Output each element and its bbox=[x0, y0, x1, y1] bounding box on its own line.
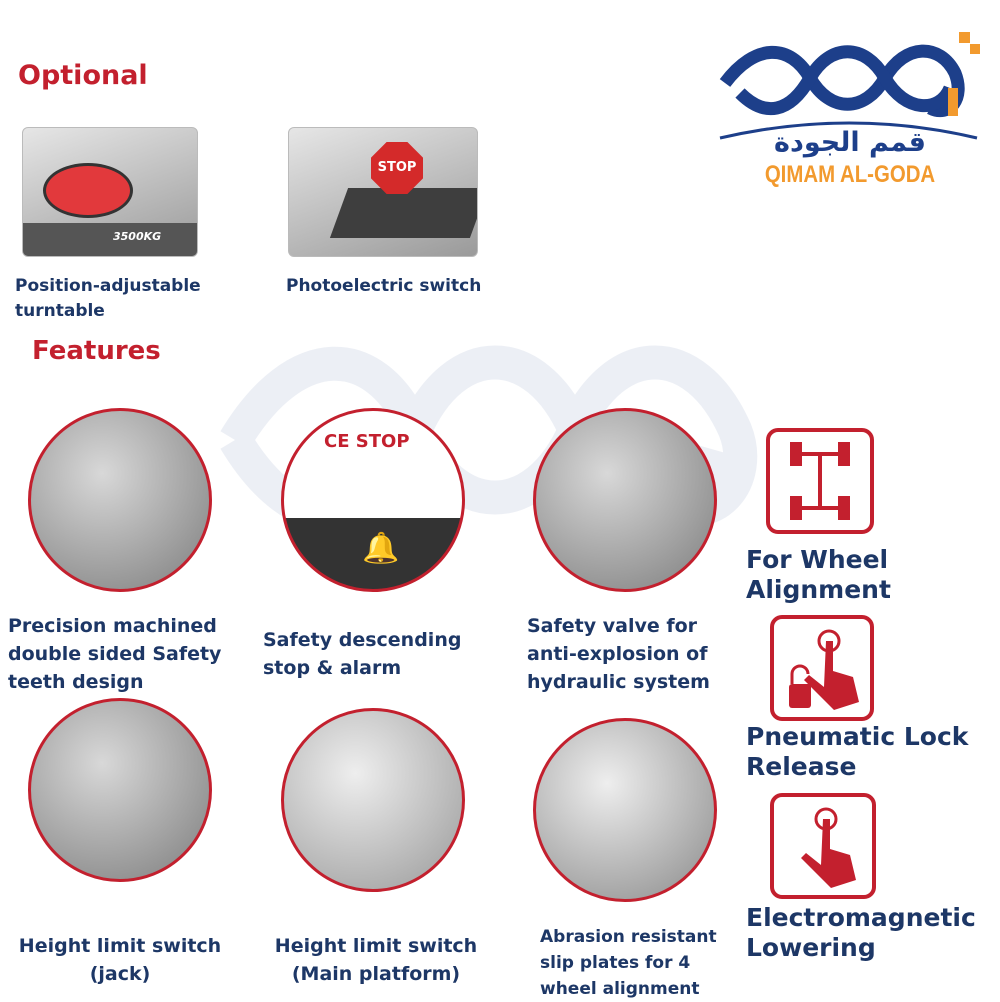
label-line: For Wheel bbox=[746, 545, 889, 574]
caption-line: Safety descending bbox=[263, 629, 462, 651]
feature-caption: Precision machined double sided Safety t… bbox=[8, 612, 221, 696]
feature-caption: Height limit switch (Main platform) bbox=[266, 932, 486, 988]
feature-caption: Height limit switch (jack) bbox=[10, 932, 230, 988]
logo-mark-icon bbox=[719, 32, 980, 117]
hand-press-icon bbox=[770, 793, 876, 899]
caption-line: hydraulic system bbox=[527, 671, 710, 693]
feature-caption: Abrasion resistant slip plates for 4 whe… bbox=[540, 924, 717, 1002]
height-limit-jack-photo bbox=[28, 698, 212, 882]
label-line: Release bbox=[746, 752, 857, 781]
caption-line: Precision machined bbox=[8, 615, 217, 637]
photo-label: 3500KG bbox=[113, 230, 162, 243]
turntable-caption: Position-adjustable turntable bbox=[15, 274, 201, 324]
logo-latin: QIMAM AL-GODA bbox=[764, 161, 936, 188]
caption-line: slip plates for 4 bbox=[540, 953, 691, 973]
optional-heading: Optional bbox=[18, 60, 148, 91]
descending-stop-photo: CE STOP 🔔 bbox=[281, 408, 465, 592]
caption-line: double sided Safety bbox=[8, 643, 222, 665]
side-feature-label: Electromagnetic Lowering bbox=[746, 903, 976, 963]
feature-caption: Safety valve for anti-explosion of hydra… bbox=[527, 612, 710, 696]
side-feature-label: Pneumatic Lock Release bbox=[746, 722, 968, 782]
photoelectric-caption: Photoelectric switch bbox=[286, 276, 482, 296]
caption-line: wheel alignment bbox=[540, 979, 700, 999]
slip-plates-photo bbox=[533, 718, 717, 902]
caption-line: Position-adjustable bbox=[15, 276, 201, 296]
alarm-bell-icon: 🔔 bbox=[362, 531, 400, 566]
caption-line: (jack) bbox=[89, 963, 151, 985]
caption-line: turntable bbox=[15, 301, 105, 321]
turntable-photo: 3500KG bbox=[22, 127, 198, 257]
photoelectric-switch-photo: STOP bbox=[288, 127, 478, 257]
caption-line: anti-explosion of bbox=[527, 643, 708, 665]
label-line: Pneumatic Lock bbox=[746, 722, 969, 751]
label-line: Alignment bbox=[746, 575, 891, 604]
feature-caption: Safety descending stop & alarm bbox=[263, 626, 461, 682]
caption-line: teeth design bbox=[8, 671, 144, 693]
side-feature-label: For Wheel Alignment bbox=[746, 545, 891, 605]
label-line: Lowering bbox=[746, 933, 876, 962]
logo-arabic: قمم الجودة bbox=[774, 127, 926, 158]
stop-sign-icon: STOP bbox=[371, 142, 423, 194]
ce-stop-label: CE STOP bbox=[324, 431, 410, 452]
height-limit-platform-photo bbox=[281, 708, 465, 892]
caption-line: Abrasion resistant bbox=[540, 927, 717, 947]
features-heading: Features bbox=[32, 336, 161, 366]
caption-line: stop & alarm bbox=[263, 657, 402, 679]
caption-line: Height limit switch bbox=[18, 935, 222, 957]
wheel-axle-icon bbox=[766, 428, 874, 534]
safety-teeth-photo bbox=[28, 408, 212, 592]
label-line: Electromagnetic bbox=[746, 903, 976, 932]
company-logo: قمم الجودة QIMAM AL-GODA bbox=[715, 28, 985, 198]
caption-line: (Main platform) bbox=[291, 963, 461, 985]
safety-valve-photo bbox=[533, 408, 717, 592]
caption-line: Height limit switch bbox=[274, 935, 478, 957]
hand-unlock-icon bbox=[770, 615, 874, 721]
caption-line: Safety valve for bbox=[527, 615, 698, 637]
